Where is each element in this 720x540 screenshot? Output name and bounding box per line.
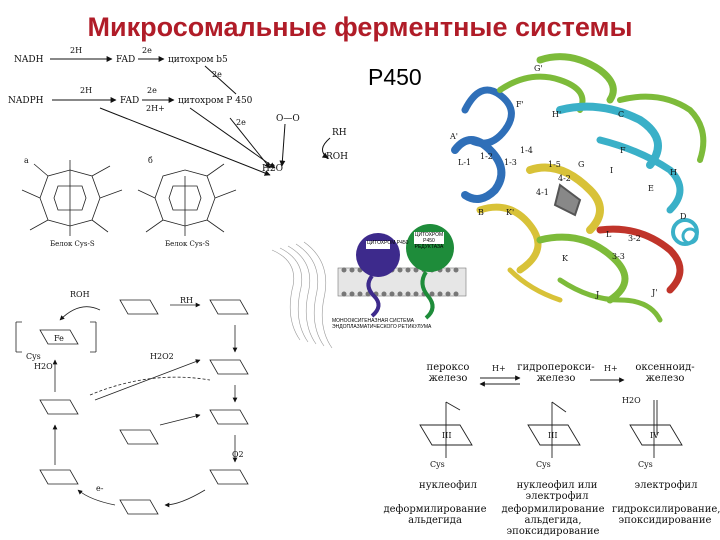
- protein-label-k: K: [562, 254, 568, 263]
- protein-label-d: D: [680, 212, 686, 221]
- protein-label-h-prime: H': [552, 110, 561, 119]
- protein-label-1-2: 1-2: [480, 152, 493, 161]
- protein-label-j-prime: J': [652, 288, 657, 297]
- mech-ox-2: III: [548, 431, 557, 440]
- mech-arrow1-label: H+: [492, 364, 506, 373]
- protein-label-4-2: 4-2: [558, 174, 571, 183]
- protein-label-l: L: [606, 230, 611, 239]
- mech-species-1: пероксо железо: [408, 362, 488, 384]
- protein-label-f: F: [620, 146, 626, 155]
- protein-label-f-prime: F': [516, 100, 524, 109]
- mech-reaction-2: деформилирование альдегида, эпоксидирова…: [494, 504, 612, 537]
- cycle-cys: Cys: [26, 352, 41, 361]
- protein-label-3-3: 3-3: [612, 252, 625, 261]
- cycle-fe: Fe: [54, 334, 64, 343]
- protein-label-k-prime: K': [506, 208, 514, 217]
- protein-label-3-2: 3-2: [628, 234, 641, 243]
- mech-ox-3: IV: [650, 431, 659, 440]
- mech-species-3: оксенноид- железо: [620, 362, 710, 384]
- protein-label-1-3: 1-3: [504, 158, 517, 167]
- mech-species-2: гидроперокси- железо: [516, 362, 596, 384]
- protein-label-g: G: [578, 160, 584, 169]
- heme-structure-a: [22, 160, 122, 236]
- heme-structure-b: [138, 164, 236, 236]
- mechanism-scheme: [420, 378, 682, 458]
- mech-water: H2O: [622, 396, 641, 405]
- protein-label-h: H: [670, 168, 677, 177]
- mech-ox-1: III: [442, 431, 451, 440]
- mech-cys-1: Cys: [430, 460, 445, 469]
- catalytic-cycle: [16, 300, 248, 514]
- mech-caption-3: электрофил: [616, 480, 716, 491]
- protein-label-1-5: 1-5: [548, 160, 561, 169]
- cycle-rh: RH: [180, 296, 193, 305]
- cycle-o2: O2: [232, 450, 244, 459]
- protein-label-1-4: 1-4: [520, 146, 533, 155]
- mech-reaction-3: гидроксилирование, эпоксидирование: [612, 504, 718, 526]
- mech-arrow2-label: H+: [604, 364, 618, 373]
- heme-label-b: б: [148, 156, 153, 165]
- cycle-h2o: H2O: [34, 362, 53, 371]
- heme-ligand-b: Белок Cys-S: [165, 240, 210, 248]
- cycle-h2o2: H2O2: [150, 352, 174, 361]
- mech-cys-2: Cys: [536, 460, 551, 469]
- protein-label-l1: L-1: [458, 158, 471, 167]
- mech-caption-2: нуклеофил или электрофил: [502, 480, 612, 502]
- mech-reaction-1: деформилирование альдегида: [380, 504, 490, 526]
- mech-cys-3: Cys: [638, 460, 653, 469]
- membrane-note: МОНООКСИГЕНАЗНАЯ СИСТЕМА ЭНДОПЛАЗМАТИЧЕС…: [332, 318, 472, 330]
- protein-label-i: I: [610, 166, 613, 175]
- heme-ligand-a: Белок Cys-S: [50, 240, 95, 248]
- cyp450-label: ЦИТОХРОМ P450: [367, 241, 391, 245]
- protein-ribbon-structure: [455, 57, 703, 320]
- chain-arrows: [50, 59, 330, 175]
- protein-label-c: C: [618, 110, 624, 119]
- protein-label-a-prime: A': [450, 132, 458, 141]
- protein-label-j: J: [596, 290, 599, 299]
- mech-caption-1: нуклеофил: [398, 480, 498, 491]
- heme-label-a: а: [24, 156, 29, 165]
- reductase-label: ЦИТОХРОМ P450 РЕДУКТАЗА: [414, 232, 444, 250]
- cycle-roh: ROH: [70, 290, 90, 299]
- protein-label-e: E: [648, 184, 654, 193]
- protein-label-4-1: 4-1: [536, 188, 549, 197]
- protein-label-g-prime: G': [534, 64, 543, 73]
- protein-label-b: B: [478, 208, 484, 217]
- cycle-e: e-: [96, 484, 103, 493]
